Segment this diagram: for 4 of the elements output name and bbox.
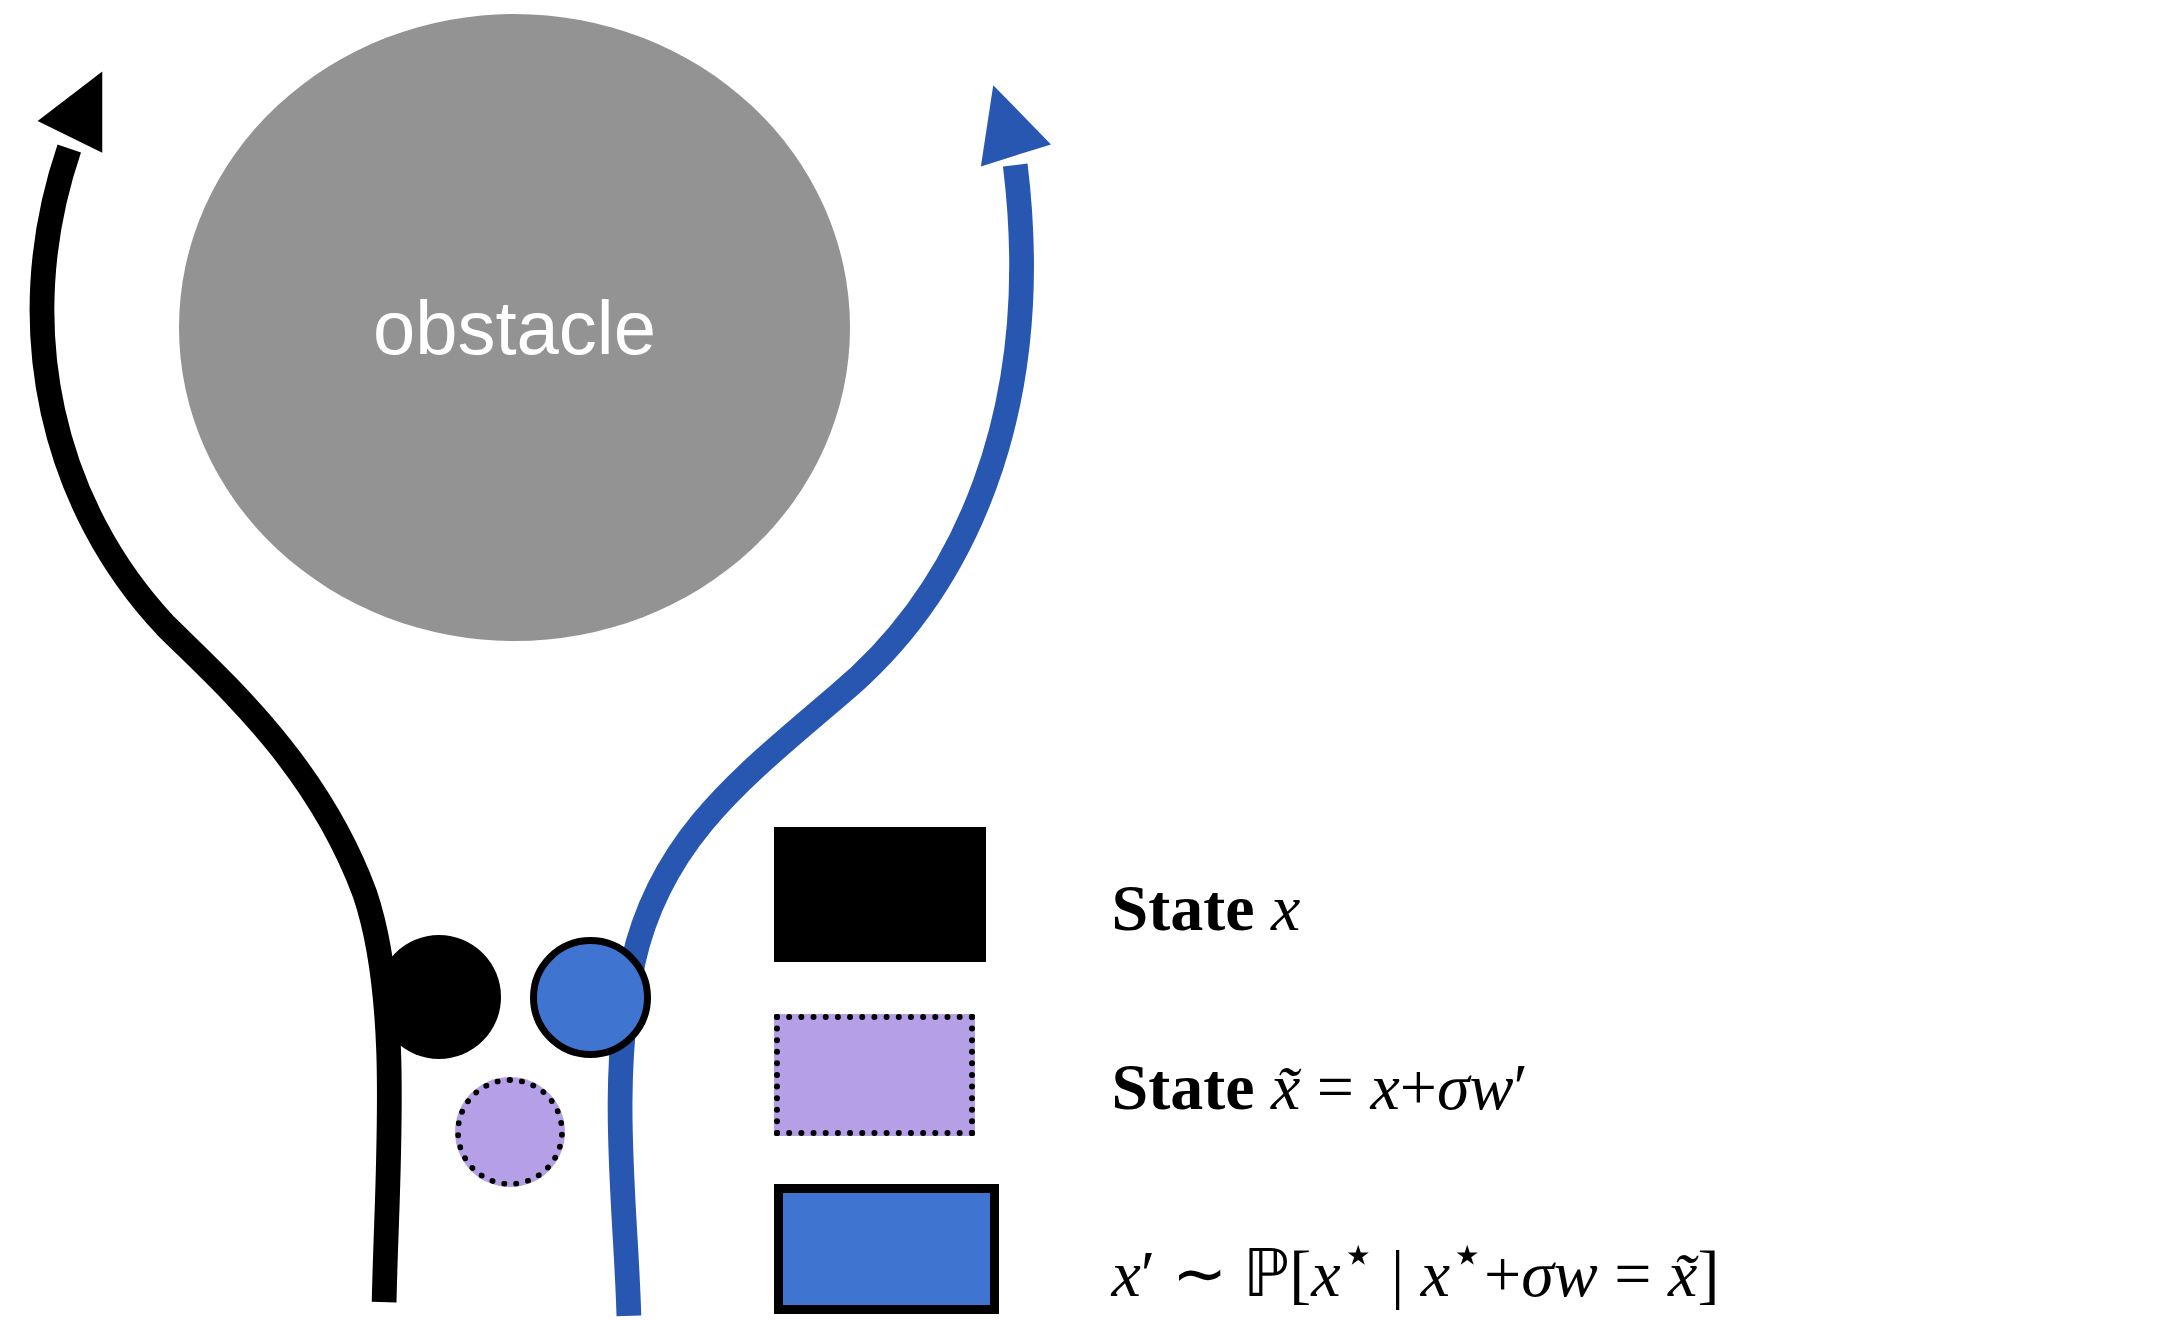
legend-text: x′ ∼ ℙ[x$^{⋆}$ | x$^{⋆}$+σw = x̃] [1111, 1222, 1720, 1312]
legend-text: State x [1111, 869, 1301, 946]
obstacle-label: obstacle [372, 283, 656, 371]
legend-text: State x̃ = x+σw′ [1111, 1048, 1529, 1125]
